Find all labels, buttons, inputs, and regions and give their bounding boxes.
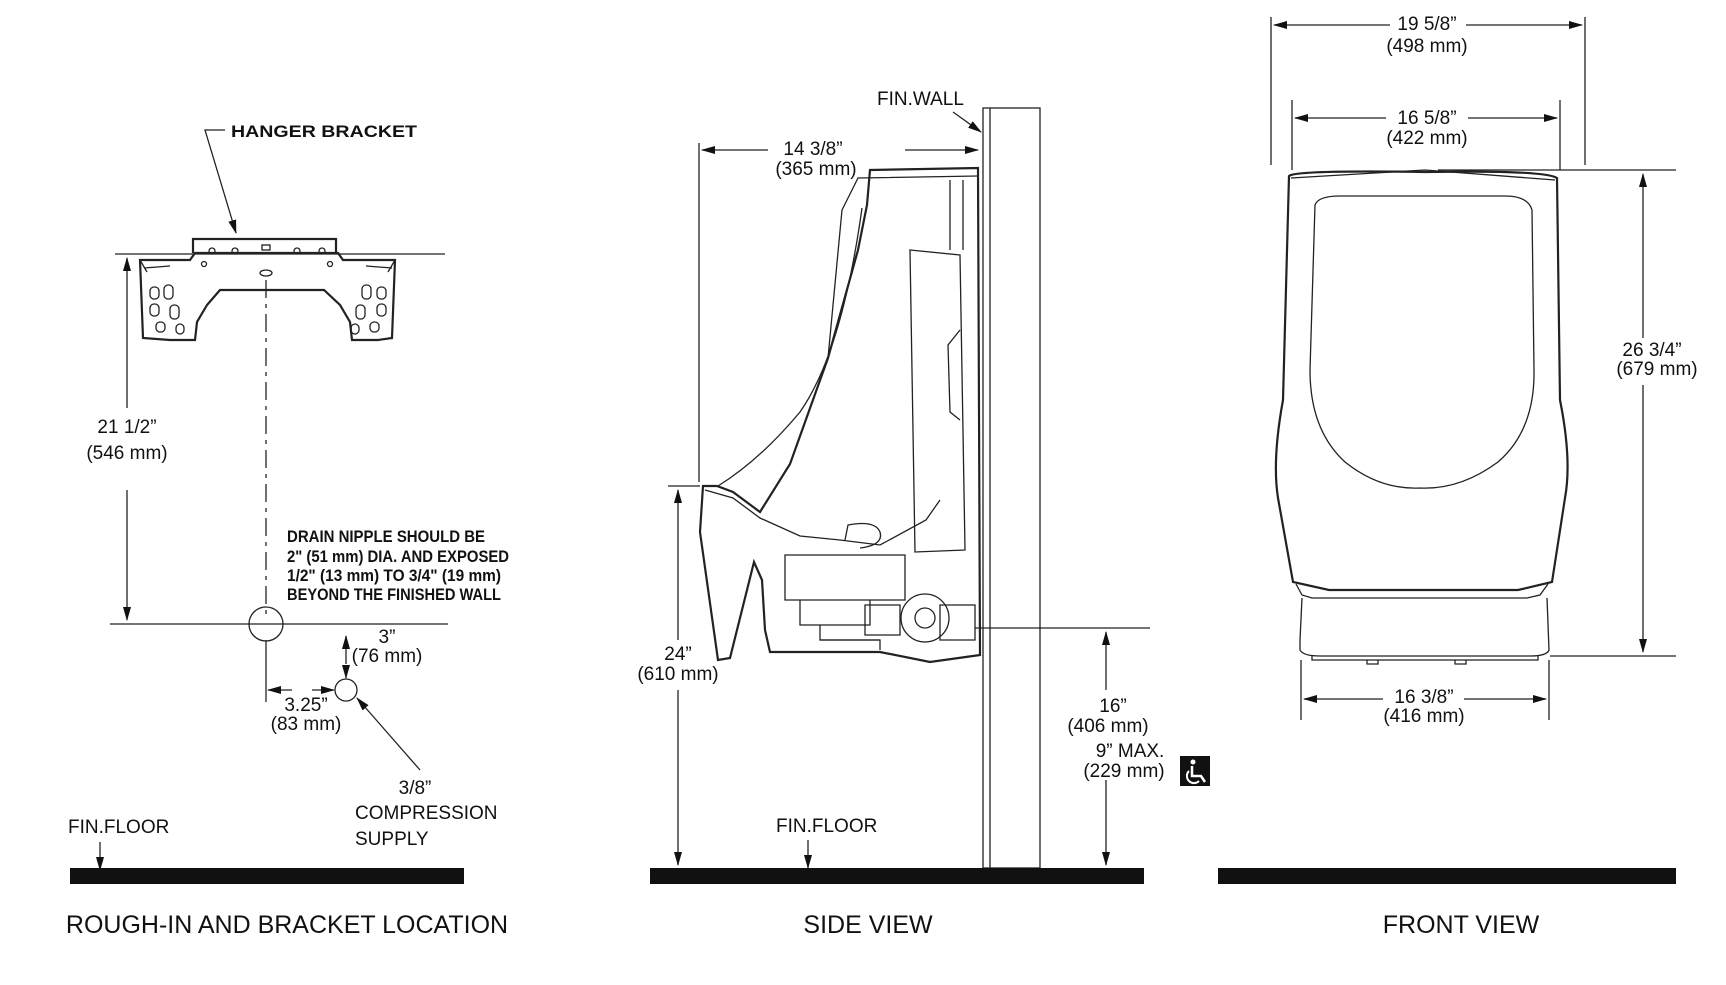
base-width-dim-mm: (416 mm) — [1383, 706, 1464, 727]
front-view-title: FRONT VIEW — [1383, 911, 1540, 939]
outlet-height-dim-mm: (406 mm) — [1067, 716, 1148, 737]
overall-width-dim-mm: (498 mm) — [1386, 36, 1467, 57]
base-width-dim: 16 3/8” — [1394, 687, 1453, 708]
drain-note-line-2: 2" (51 mm) DIA. AND EXPOSED — [287, 547, 509, 566]
front-view: 19 5/8” (498 mm) 16 5/8” (422 mm) 26 3/4… — [1218, 14, 1698, 939]
drain-note-line-4: BEYOND THE FINISHED WALL — [287, 585, 501, 604]
offset-dim: 3.25” — [284, 695, 327, 716]
inner-width-dim-mm: (422 mm) — [1386, 128, 1467, 149]
rough-in-floor-label: FIN.FLOOR — [68, 817, 169, 838]
rough-in-floor — [70, 868, 464, 884]
supply-label-1: 3/8” — [399, 778, 432, 799]
finished-wall — [982, 107, 1041, 869]
wall-label: FIN.WALL — [877, 89, 964, 110]
max-height-dim: 9” MAX. — [1096, 741, 1165, 762]
rough-in-view: HANGER BRACKET 21 1/2 — [66, 122, 509, 939]
inner-width-dim: 16 5/8” — [1397, 108, 1456, 129]
hanger-leader — [204, 129, 237, 234]
depth-dim: 14 3/8” — [783, 139, 842, 160]
side-floor — [650, 868, 1144, 884]
rough-in-title: ROUGH-IN AND BRACKET LOCATION — [66, 911, 508, 939]
front-floor — [1218, 868, 1676, 884]
urinal-front-profile — [1274, 169, 1569, 665]
side-floor-label: FIN.FLOOR — [776, 816, 877, 837]
side-view: FIN.WALL 14 3/8” (365 mm) 24” — [637, 89, 1210, 939]
overall-width-dim: 19 5/8” — [1397, 14, 1456, 35]
side-view-title: SIDE VIEW — [803, 911, 933, 939]
drop-dim-mm: (76 mm) — [352, 646, 423, 667]
hanger-bracket — [138, 237, 397, 342]
supply-label-3: SUPPLY — [355, 829, 429, 850]
offset-dim-mm: (83 mm) — [271, 714, 342, 735]
rim-height-dim-mm: (610 mm) — [637, 664, 718, 685]
hanger-bracket-label: HANGER BRACKET — [231, 122, 418, 141]
supply-label-2: COMPRESSION — [355, 803, 498, 824]
height-dim-front: 26 3/4” — [1622, 340, 1681, 361]
outlet-height-dim: 16” — [1099, 696, 1126, 717]
wheelchair-icon — [1180, 756, 1210, 786]
height-dim-mm: (546 mm) — [86, 443, 167, 464]
drain-note-line-1: DRAIN NIPPLE SHOULD BE — [287, 527, 485, 546]
drop-dim: 3” — [379, 627, 396, 648]
urinal-side-profile — [698, 166, 982, 664]
height-dim-front-mm: (679 mm) — [1616, 359, 1697, 380]
rim-height-dim: 24” — [664, 644, 691, 665]
depth-dim-mm: (365 mm) — [775, 159, 856, 180]
max-height-dim-mm: (229 mm) — [1083, 761, 1164, 782]
height-dim: 21 1/2” — [97, 417, 156, 438]
compression-supply — [334, 678, 358, 702]
drain-note-line-3: 1/2" (13 mm) TO 3/4" (19 mm) — [287, 566, 501, 585]
